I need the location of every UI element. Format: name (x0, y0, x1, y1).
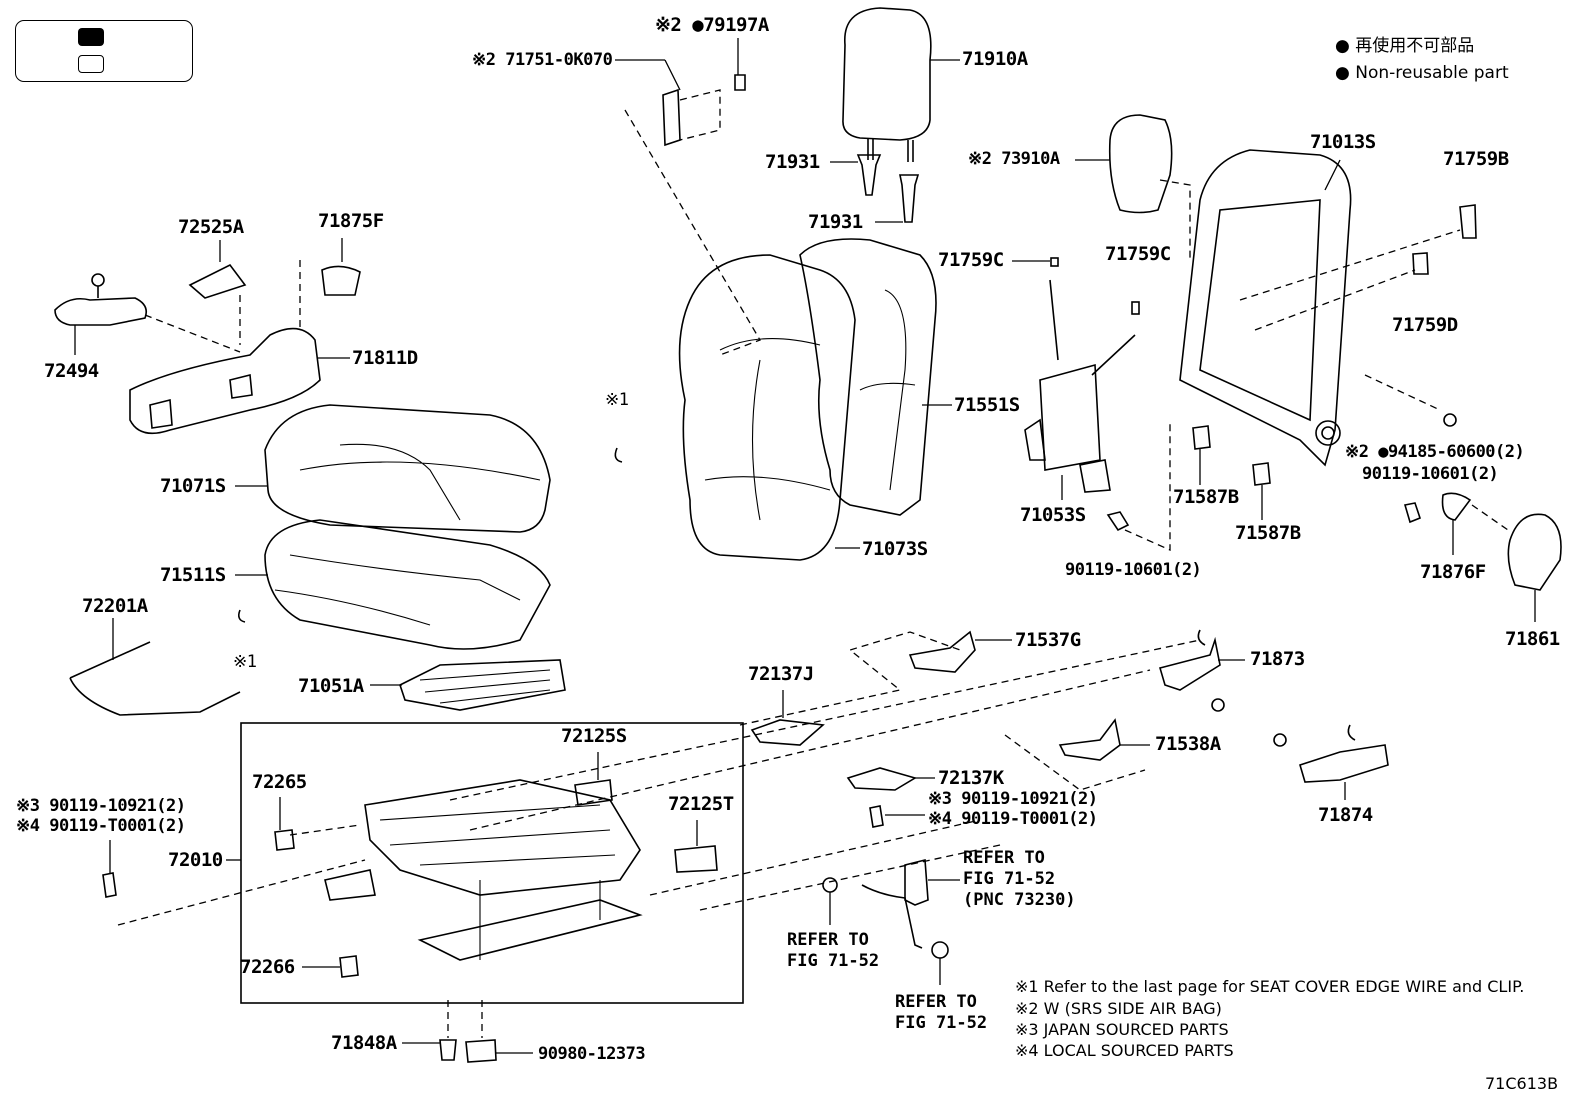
part-label-71931-lower[interactable]: 71931 (808, 211, 863, 233)
part-label-71931-upper[interactable]: 71931 (765, 151, 820, 173)
part-label-71537g[interactable]: 71537G (1015, 629, 1081, 651)
footnote-3: ※3 JAPAN SOURCED PARTS (1015, 1020, 1229, 1039)
part-label-73910a[interactable]: ※2 73910A (968, 149, 1060, 169)
part-label-90119-10601-left[interactable]: 90119-10601(2) (1065, 560, 1202, 580)
part-label-72010[interactable]: 72010 (168, 849, 223, 871)
note-mark-1-upper: ※1 (605, 390, 629, 410)
part-label-90119-10601-right[interactable]: 90119-10601(2) (1362, 464, 1499, 484)
part-label-71873[interactable]: 71873 (1250, 648, 1305, 670)
part-label-90119-10921-right[interactable]: ※3 90119-10921(2) (928, 789, 1098, 809)
part-label-71013s[interactable]: 71013S (1310, 131, 1376, 153)
part-label-79197a[interactable]: ※2 ●79197A (655, 14, 769, 36)
part-label-71073s[interactable]: 71073S (862, 538, 928, 560)
part-label-71875f[interactable]: 71875F (318, 210, 384, 232)
part-label-72494[interactable]: 72494 (44, 360, 99, 382)
footnote-1: ※1 Refer to the last page for SEAT COVER… (1015, 977, 1525, 996)
part-label-71071s[interactable]: 71071S (160, 475, 226, 497)
part-label-71551s[interactable]: 71551S (954, 394, 1020, 416)
legend-jp: ● 再使用不可部品 (1335, 36, 1475, 56)
footnote-4: ※4 LOCAL SOURCED PARTS (1015, 1041, 1234, 1060)
part-label-72265[interactable]: 72265 (252, 771, 307, 793)
figure-id: 71C613B (1485, 1074, 1559, 1093)
refer-fig-71-52-a[interactable]: REFER TO FIG 71-52 (787, 930, 880, 971)
part-label-71848a[interactable]: 71848A (331, 1032, 397, 1054)
part-label-71876f[interactable]: 71876F (1420, 561, 1486, 583)
part-label-72137j[interactable]: 72137J (748, 663, 814, 685)
refer-fig-71-52-pnc[interactable]: REFER TO FIG 71-52 (PNC 73230) (963, 848, 1076, 910)
part-label-71759c-left[interactable]: 71759C (938, 249, 1004, 271)
legend-box (15, 20, 193, 82)
footnote-2: ※2 W (SRS SIDE AIR BAG) (1015, 999, 1222, 1018)
part-label-72125s[interactable]: 72125S (561, 725, 627, 747)
part-label-72137k[interactable]: 72137K (938, 767, 1004, 789)
part-label-71759b[interactable]: 71759B (1443, 148, 1509, 170)
part-label-71751-0k070[interactable]: ※2 71751-0K070 (472, 50, 613, 70)
part-label-71759d[interactable]: 71759D (1392, 314, 1458, 336)
part-label-72125t[interactable]: 72125T (668, 793, 734, 815)
part-label-90119-t0001-left[interactable]: ※4 90119-T0001(2) (16, 816, 186, 836)
part-label-71861[interactable]: 71861 (1505, 628, 1560, 650)
part-label-71051a[interactable]: 71051A (298, 675, 364, 697)
part-label-90119-10921-left[interactable]: ※3 90119-10921(2) (16, 796, 186, 816)
part-label-71874[interactable]: 71874 (1318, 804, 1373, 826)
empty-swatch (78, 55, 104, 73)
part-label-71511s[interactable]: 71511S (160, 564, 226, 586)
part-label-71910a[interactable]: 71910A (962, 48, 1028, 70)
part-label-71759c-right[interactable]: 71759C (1105, 243, 1171, 265)
part-label-71587b-upper[interactable]: 71587B (1173, 486, 1239, 508)
legend-en: ● Non-reusable part (1335, 63, 1509, 83)
part-label-94185-60600[interactable]: ※2 ●94185-60600(2) (1345, 442, 1525, 462)
part-label-72266[interactable]: 72266 (240, 956, 295, 978)
part-label-71587b-lower[interactable]: 71587B (1235, 522, 1301, 544)
filled-swatch (78, 28, 104, 46)
refer-fig-71-52-b[interactable]: REFER TO FIG 71-52 (895, 992, 988, 1033)
note-mark-1-lower: ※1 (233, 652, 257, 672)
part-label-72525a[interactable]: 72525A (178, 216, 244, 238)
part-label-90980-12373[interactable]: 90980-12373 (538, 1044, 646, 1064)
part-label-71538a[interactable]: 71538A (1155, 733, 1221, 755)
part-label-90119-t0001-right[interactable]: ※4 90119-T0001(2) (928, 809, 1098, 829)
part-label-71811d[interactable]: 71811D (352, 347, 418, 369)
part-label-72201a[interactable]: 72201A (82, 595, 148, 617)
part-label-71053s[interactable]: 71053S (1020, 504, 1086, 526)
